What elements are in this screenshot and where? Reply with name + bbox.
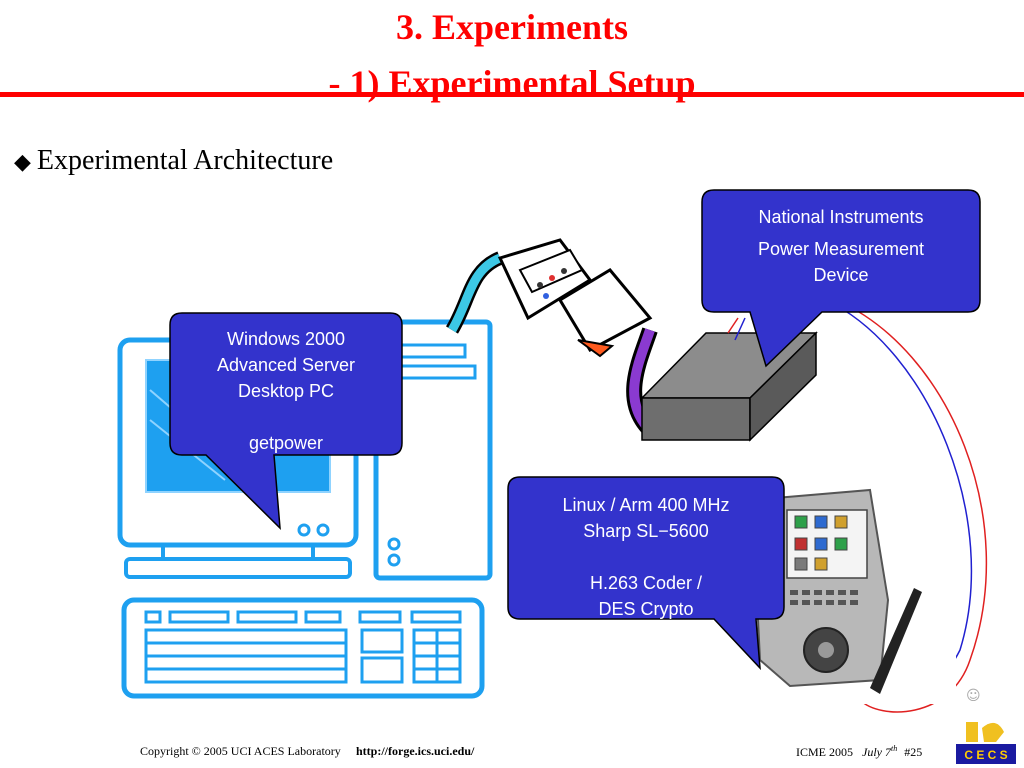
callout-pc-line-2: Advanced Server [216,355,356,375]
callout-ni: National Instruments Power Measurement D… [705,204,977,288]
callout-pda-line-2: Sharp SL−5600 [583,521,709,541]
cecs-logo: C E C S [956,722,1016,764]
callout-pc-line-3: Desktop PC [237,381,335,401]
callout-pc-line-4 [172,404,400,430]
footer-date-text: July 7 [862,745,891,759]
footer-date-sup: th [891,744,898,753]
power-measurement-box-icon [640,331,818,442]
slide-title-line-1: 3. Experiments [396,7,628,47]
footer-conf-name: ICME 2005 [796,745,853,759]
bullet-text: Experimental Architecture [36,145,334,176]
callout-pda-shape [507,476,785,671]
svg-text:☺: ☺ [966,688,981,704]
callout-pda-line-1: Linux / Arm 400 MHz [562,495,730,515]
diamond-bullet-icon: ◆ [14,149,31,174]
callout-pda-line-4: H.263 Coder / [589,573,703,593]
footer-conference: ICME 2005 July 7th #25 [796,744,922,760]
callout-pda-line-3 [510,544,782,570]
bullet-item: ◆Experimental Architecture [14,145,333,177]
footer-page-number: #25 [904,745,923,759]
callout-pc-shape [169,312,403,530]
callout-pc-line-5: getpower [248,433,324,453]
callout-pda: Linux / Arm 400 MHz Sharp SL−5600 H.263 … [510,492,782,622]
title-underline [0,92,1024,97]
callout-pc: Windows 2000 Advanced Server Desktop PC … [172,326,400,456]
callout-ni-line-3: Power Measurement [757,239,925,259]
callout-ni-line-1: National Instruments [758,207,924,227]
footer-url-link[interactable]: http://forge.ics.uci.edu/ [356,744,475,758]
callout-pc-line-1: Windows 2000 [226,329,346,349]
probe-wire-red [835,299,988,713]
footer-date: July 7th [862,744,898,759]
logo-text: C E C S [964,748,1007,762]
callout-ni-shape [701,189,981,368]
callout-ni-line-4: Device [813,265,869,285]
cable-connector-icon [445,238,658,436]
footer-copyright: Copyright © 2005 UCI ACES Laboratory [140,744,341,758]
callout-pda-line-5: DES Crypto [598,599,694,619]
